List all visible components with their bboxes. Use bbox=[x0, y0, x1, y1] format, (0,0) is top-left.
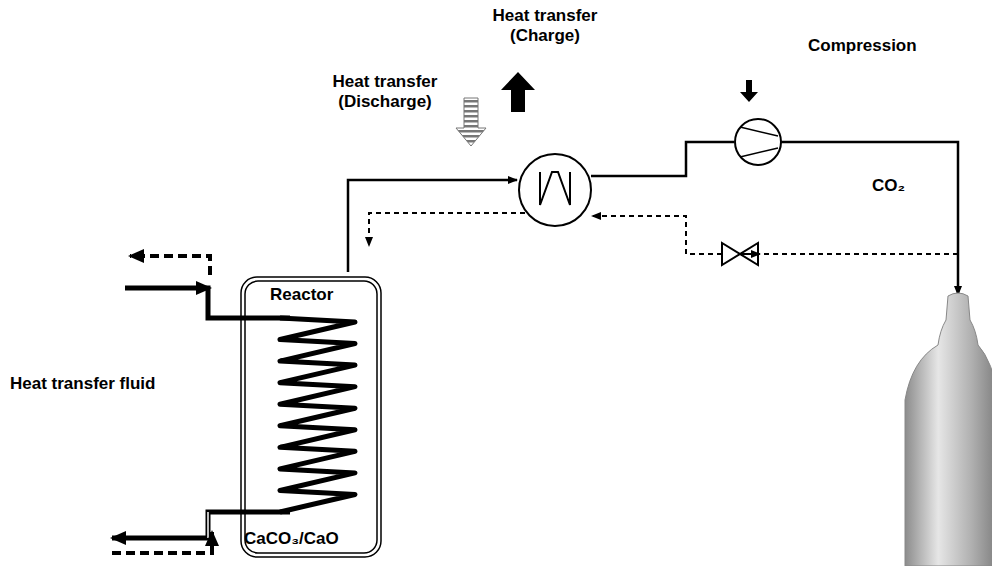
co2-return-line bbox=[592, 216, 722, 254]
compression-label: Compression bbox=[808, 36, 917, 56]
co2-line bbox=[348, 180, 517, 272]
co2-return-line bbox=[760, 253, 958, 255]
coil-winding bbox=[280, 318, 355, 512]
vessel-title: Reactor bbox=[270, 285, 333, 305]
fluid-inlet-dashed bbox=[112, 532, 212, 553]
compressor bbox=[735, 119, 781, 165]
compression-arrow bbox=[740, 80, 758, 102]
co2-cylinder bbox=[905, 293, 992, 566]
heat-exchanger-symbol bbox=[540, 172, 570, 205]
reactor-vessel: ReactorCaCO₃/CaO bbox=[240, 276, 382, 558]
vessel-content: CaCO₃/CaO bbox=[244, 529, 339, 549]
heat-discharge-label: Heat transfer (Discharge) bbox=[320, 72, 450, 113]
fluid-inlet-pipe bbox=[125, 288, 290, 318]
heat-transfer-fluid-label: Heat transfer fluid bbox=[10, 374, 155, 394]
heat-charge-label: Heat transfer (Charge) bbox=[480, 6, 610, 47]
fluid-outlet-dashed bbox=[130, 256, 210, 275]
charge-heat-arrow bbox=[501, 72, 535, 112]
discharge-heat-arrow bbox=[456, 98, 486, 146]
valve-arrow bbox=[740, 253, 760, 255]
co2-line bbox=[781, 142, 958, 295]
co2-label: CO₂ bbox=[872, 176, 905, 196]
vessel-outline bbox=[240, 276, 382, 558]
heat-exchanger bbox=[519, 154, 591, 226]
heat-exchanger-coil bbox=[280, 318, 355, 512]
co2-line bbox=[591, 142, 734, 176]
fluid-inlet-arrow bbox=[138, 286, 210, 290]
co2-return-line bbox=[369, 213, 525, 246]
